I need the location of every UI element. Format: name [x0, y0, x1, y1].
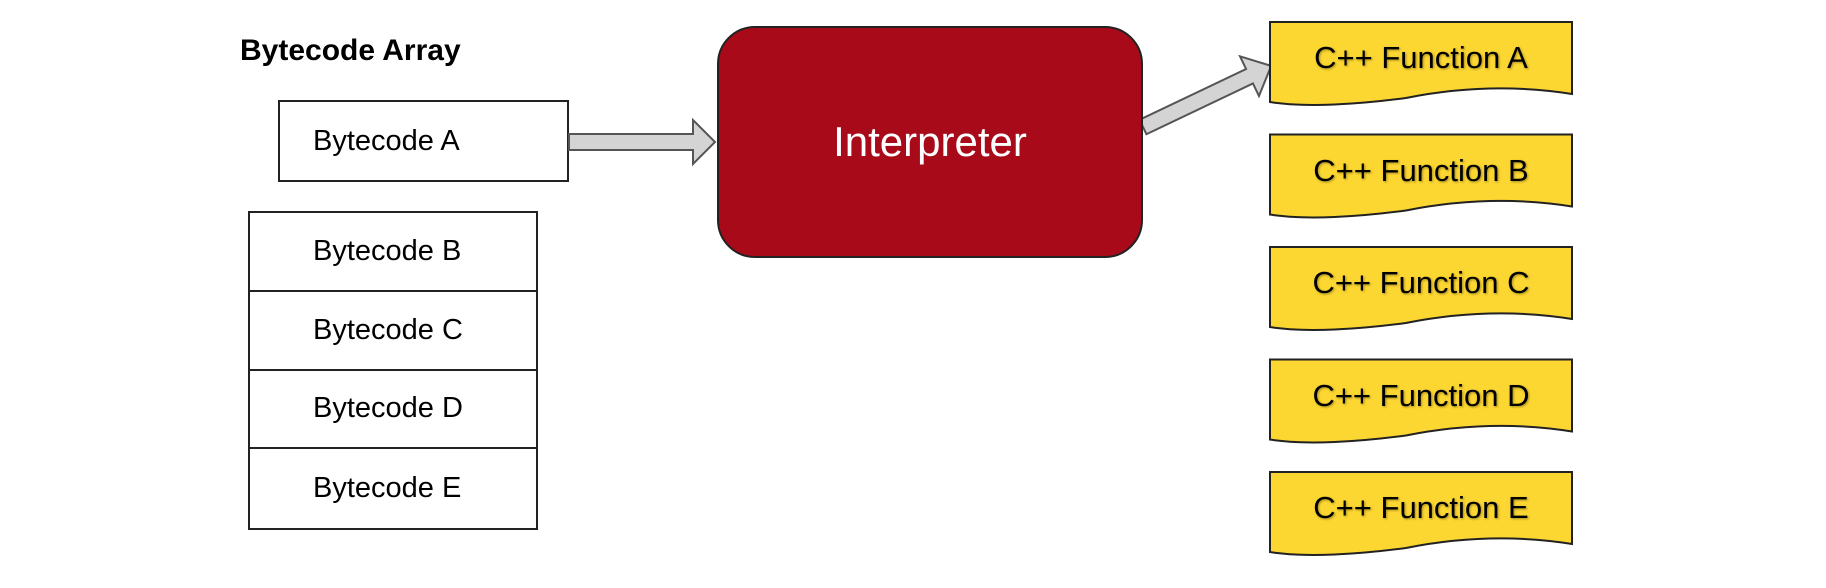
bytecode-cell: Bytecode B [250, 213, 536, 292]
fn-label: C++ Function A [1314, 40, 1528, 75]
bytecode-cell-label: Bytecode D [313, 392, 463, 425]
cpp-function-shape [1269, 21, 1573, 106]
arrow-to-function-a [1138, 54, 1273, 136]
fn-label: C++ Function B [1313, 153, 1529, 188]
bytecode-cell: Bytecode E [250, 449, 536, 528]
fn-label: C++ Function D [1312, 378, 1530, 413]
bytecode-cell-label: Bytecode C [313, 313, 463, 346]
bytecode-cell: Bytecode C [250, 292, 536, 371]
cpp-function-shape [1269, 358, 1573, 444]
bytecode-cell-label: Bytecode B [313, 234, 462, 267]
fn-label: C++ Function E [1313, 490, 1529, 525]
bytecode-a-label: Bytecode A [313, 124, 460, 157]
bytecode-cell-label: Bytecode E [313, 472, 462, 505]
bytecode-array-title: Bytecode Array [240, 34, 461, 67]
arrow-to-interpreter [568, 117, 717, 167]
bytecode-queue: Bytecode B Bytecode C Bytecode D Bytecod… [248, 211, 538, 530]
interpreter-label: Interpreter [833, 118, 1027, 165]
bytecode-cell: Bytecode D [250, 371, 536, 450]
cpp-function-shape [1269, 471, 1573, 556]
cpp-function-shape [1269, 246, 1573, 331]
interpreter-box: Interpreter [717, 26, 1143, 258]
fn-label: C++ Function C [1312, 265, 1530, 300]
bytecode-a-box: Bytecode A [278, 100, 569, 182]
cpp-function-shape [1269, 133, 1573, 219]
